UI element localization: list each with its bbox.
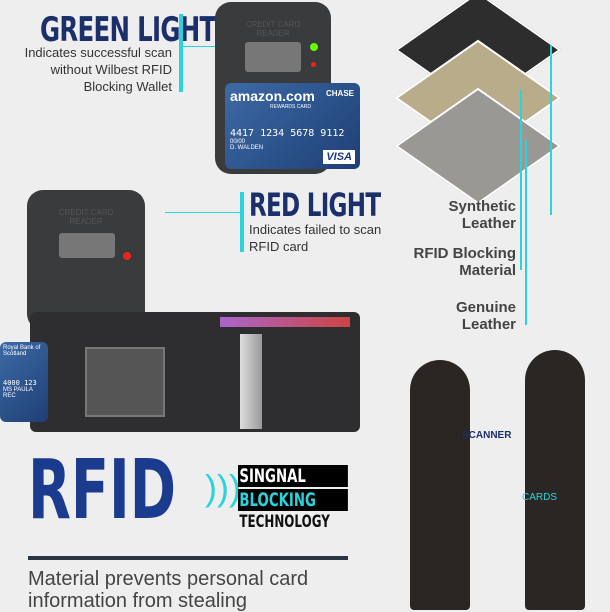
divider (240, 192, 244, 252)
signal-waves-icon: ))) (205, 467, 241, 508)
red-led-icon (311, 62, 316, 67)
desc-line: Indicates successful scan (24, 45, 172, 60)
wallet-card: Royal Bank of Scotland 4000 123 MS PAULA… (0, 342, 48, 422)
green-led-icon (310, 43, 318, 51)
card-edge (220, 317, 350, 327)
scanner-label: SCANNER (462, 430, 512, 441)
contactless-icon (245, 42, 301, 72)
person-silhouette (410, 360, 470, 610)
contactless-icon (59, 233, 115, 258)
green-light-desc: Indicates successful scan without Wilbes… (0, 44, 172, 95)
pointer-line (165, 212, 240, 213)
pointer-line (550, 45, 552, 215)
cards-label: CARDS (522, 492, 558, 503)
red-led-icon (123, 252, 131, 260)
person-silhouette (525, 350, 585, 610)
tagline: Material prevents personal card informat… (28, 568, 309, 612)
divider (28, 556, 348, 560)
rfid-title: RFID (28, 443, 177, 538)
credit-card: amazon.com CHASE REWARDS CARD 4417 1234 … (225, 83, 360, 169)
signal-blocking-badge: SINGNAL BLOCKING TECHNOLOGY (238, 465, 348, 533)
wallet (30, 312, 360, 432)
green-light-title: GREEN LIGHT (40, 10, 216, 50)
layer-label: RFID Blocking Material (413, 245, 516, 279)
layer-label: Synthetic Leather (448, 198, 516, 232)
id-window (85, 347, 165, 417)
red-light-title: RED LIGHT (249, 186, 381, 224)
pointer-line (525, 140, 527, 325)
pointer-line (520, 90, 522, 270)
desc-line: Blocking Wallet (83, 79, 172, 94)
money-clip (240, 334, 262, 429)
divider (179, 14, 183, 92)
desc-line: without Wilbest RFID (50, 62, 172, 77)
layer-label: Genuine Leather (455, 299, 516, 333)
